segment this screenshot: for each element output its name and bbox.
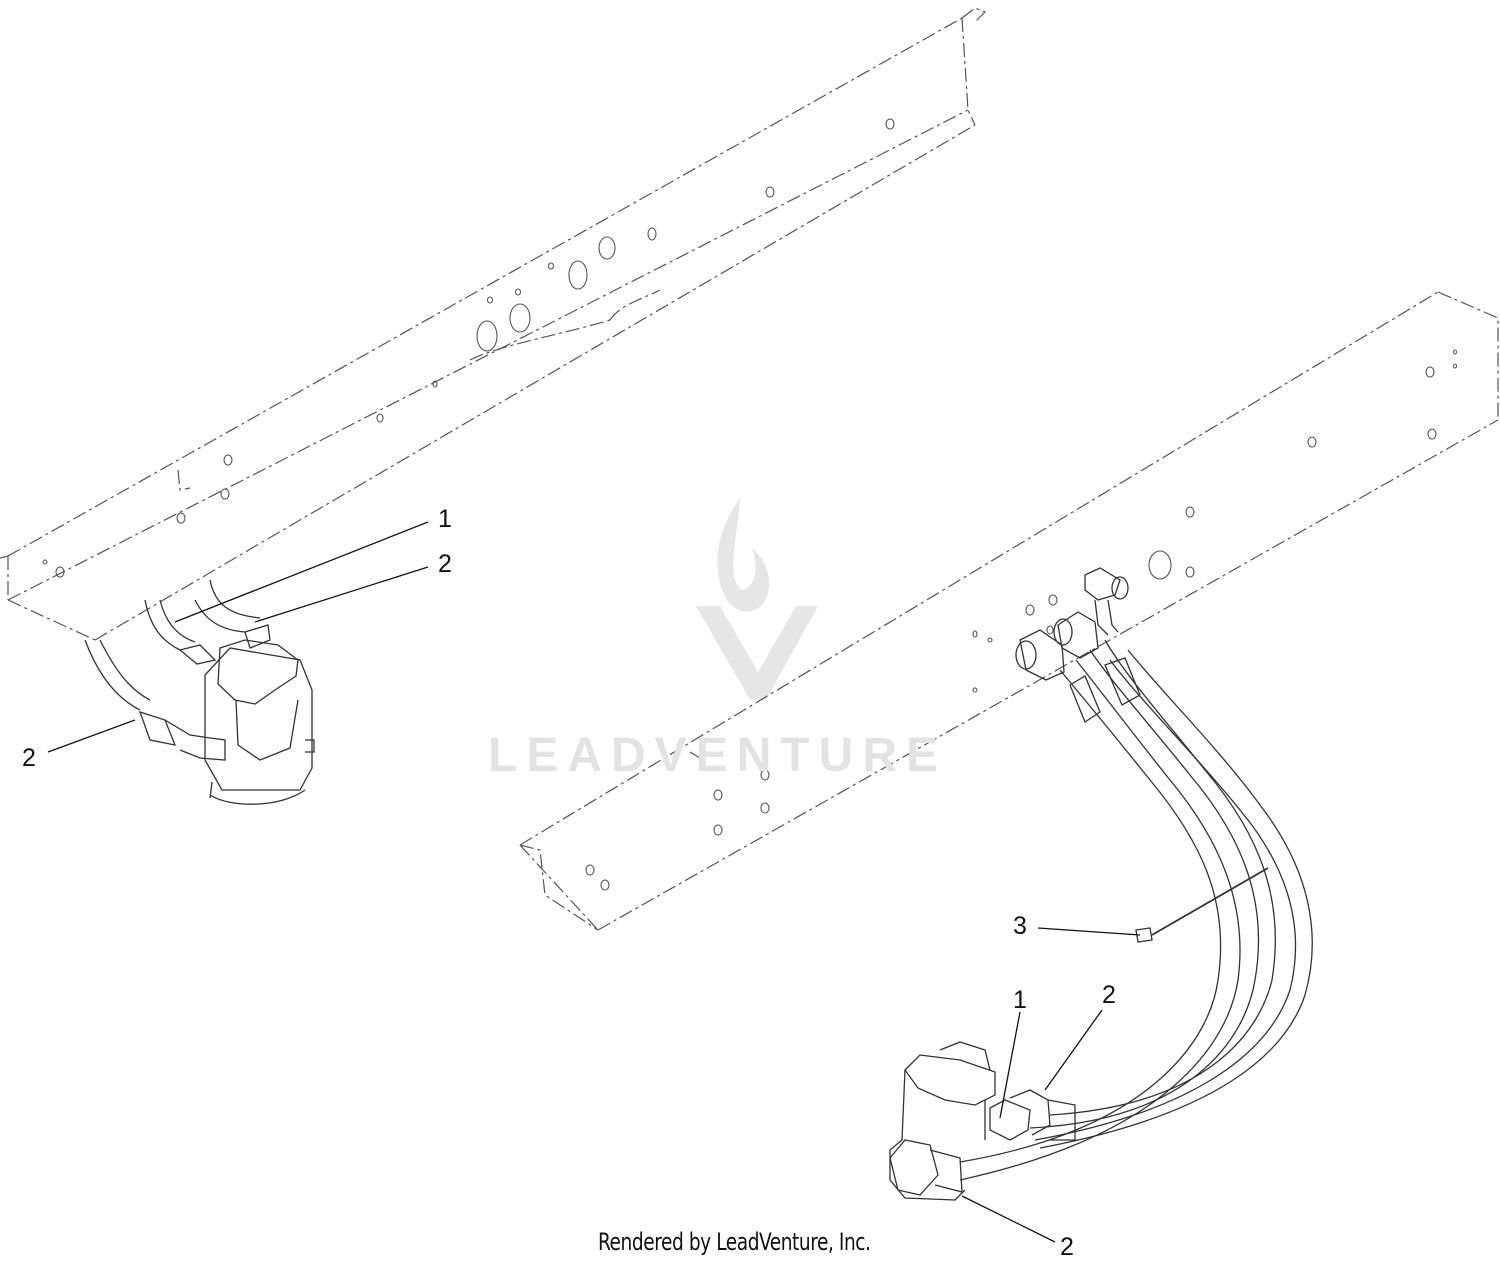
left-frame-rail <box>0 7 987 641</box>
callout-3-right: 3 <box>1013 912 1027 940</box>
leader-lines <box>47 521 1141 1243</box>
callout-2-right-upper: 2 <box>1102 981 1116 1009</box>
left-hoses <box>84 579 271 761</box>
right-frame-rail <box>519 291 1499 931</box>
right-rail-holes <box>585 349 1458 891</box>
right-hydraulic-pump <box>889 1041 1076 1201</box>
right-hoses <box>959 639 1313 1181</box>
right-hose-fittings-top <box>1015 567 1129 681</box>
left-rail-holes <box>42 118 895 578</box>
watermark-text: LEADVENTURE <box>488 729 948 782</box>
callout-1-right: 1 <box>1013 986 1027 1014</box>
callout-1-left: 1 <box>438 505 452 533</box>
watermark-logo <box>696 498 818 700</box>
callout-2-right-lower: 2 <box>1060 1233 1074 1261</box>
callout-2-left-upper: 2 <box>438 550 452 578</box>
callout-2-left-lower: 2 <box>22 744 36 772</box>
render-credit: Rendered by LeadVenture, Inc. <box>598 1228 871 1256</box>
left-hydraulic-pump <box>204 639 315 805</box>
